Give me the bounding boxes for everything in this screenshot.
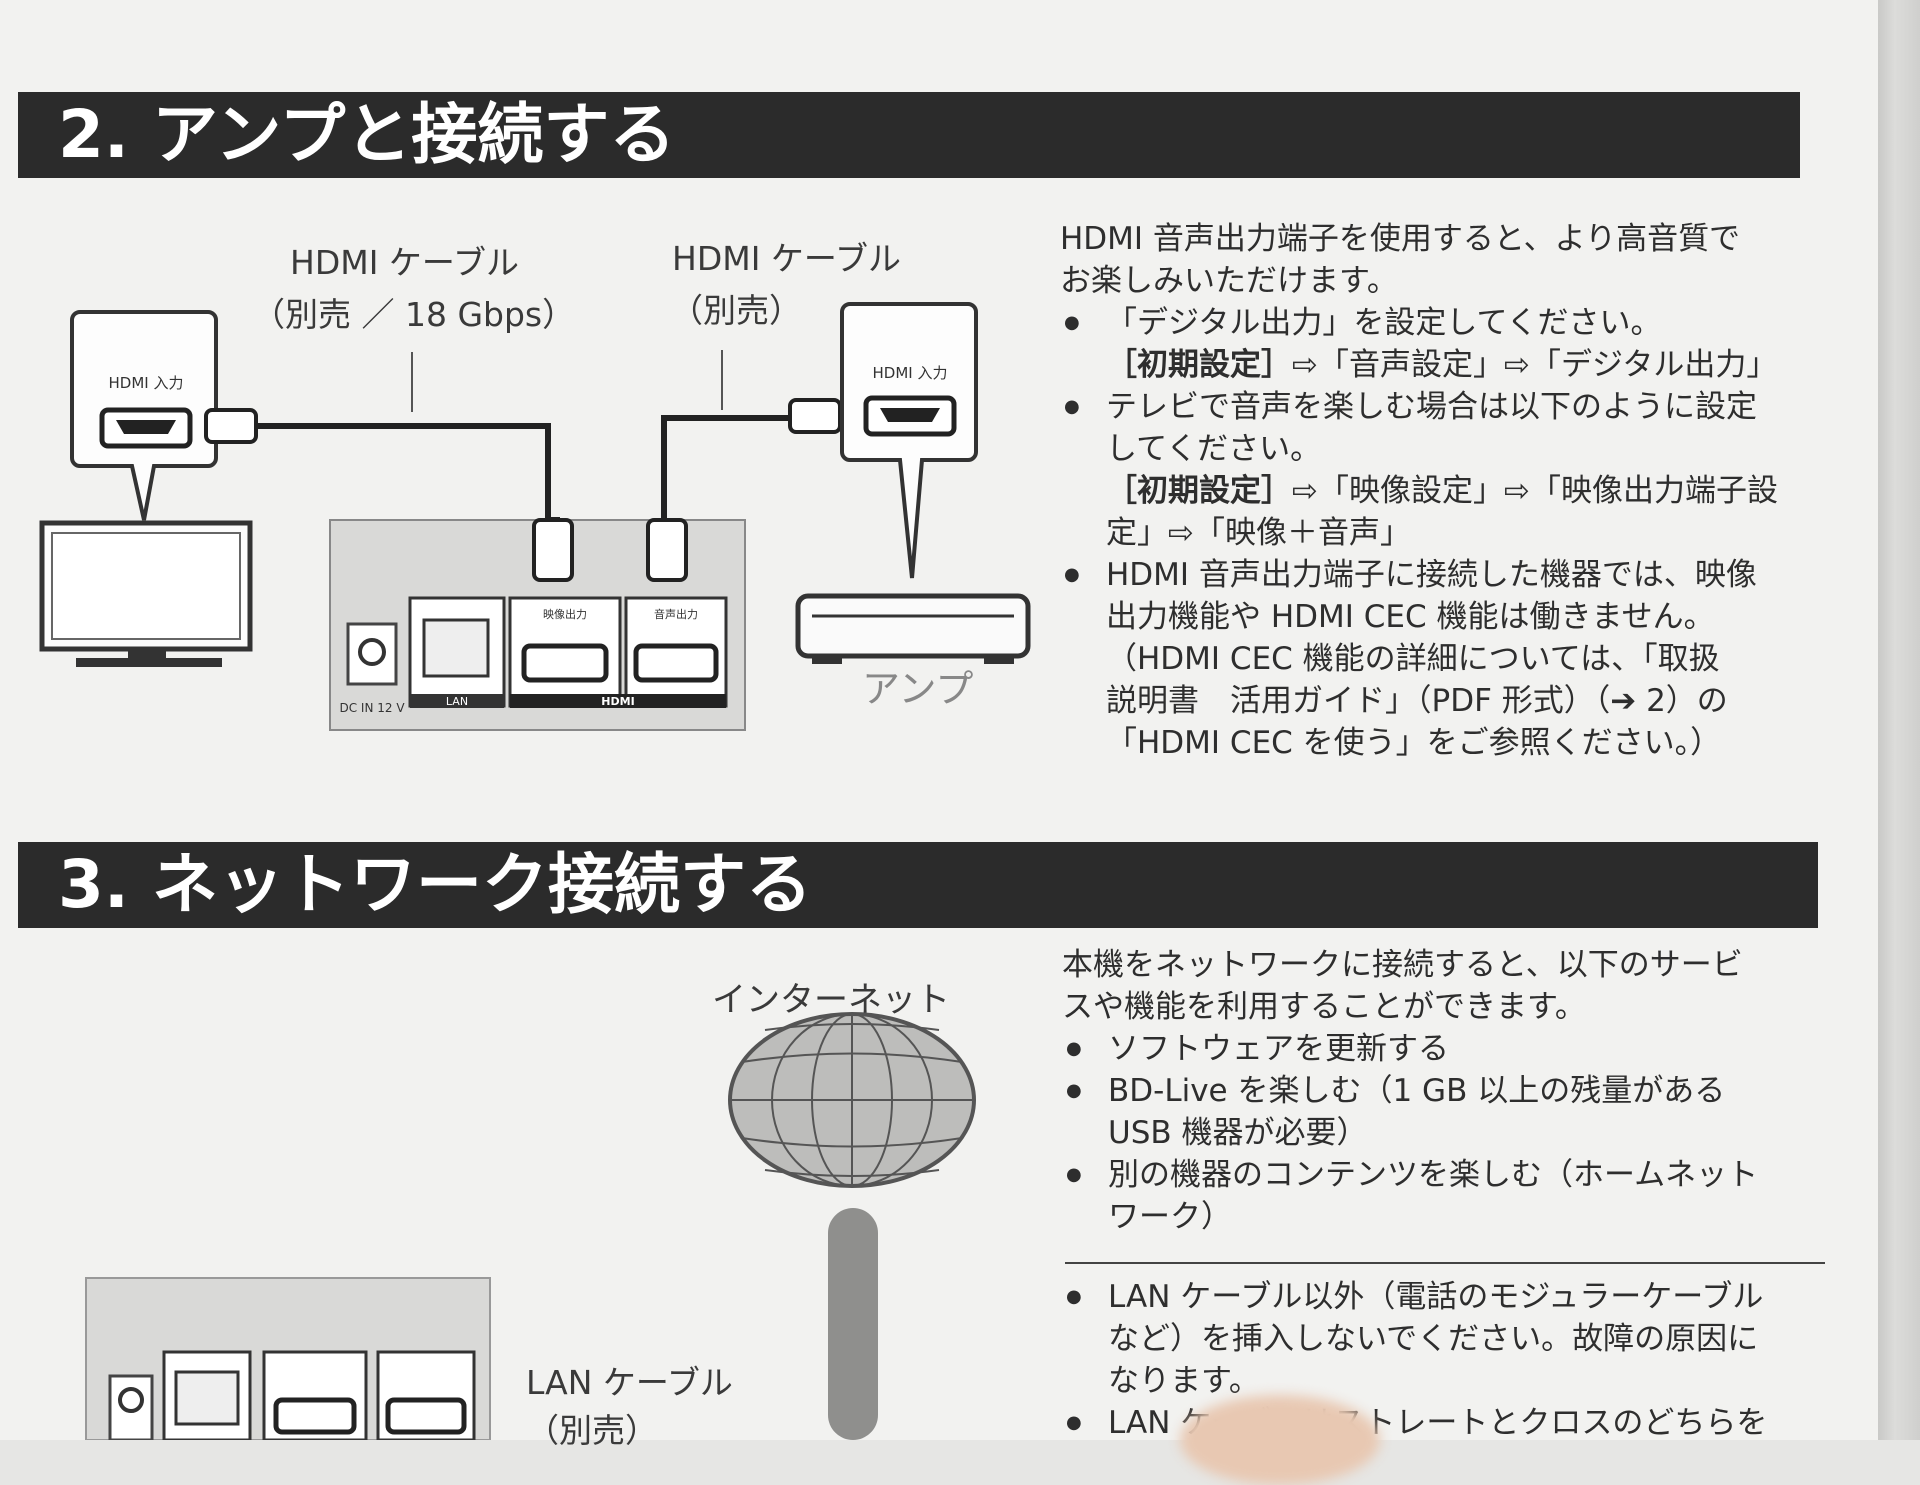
bullet-hdmi-cec-5: 「HDMI CEC を使う」をご参照ください。） (1106, 725, 1722, 761)
note-lan-only: LAN ケーブル以外（電話のモジュラーケーブル (1062, 1276, 1767, 1318)
cable-1-sublabel: （別売 ／ 18 Gbps） (252, 295, 576, 334)
manual-page (0, 0, 1880, 1440)
tv-port-label: HDMI 入力 (109, 374, 184, 392)
s3-bullet-home-network: 別の機器のコンテンツを楽しむ（ホームネット (1062, 1154, 1758, 1196)
tv-icon (39, 520, 253, 667)
bullet-tv-audio: テレビで音声を楽しむ場合は以下のように設定 (1060, 386, 1778, 428)
s3-intro-2: スや機能を利用することができます。 (1062, 989, 1586, 1025)
tv-port-callout: HDMI 入力 (70, 310, 218, 521)
hdmi-cable-2 (661, 350, 842, 520)
note-lan-only-3: なります。 (1108, 1363, 1260, 1399)
amp-port-label: HDMI 入力 (873, 364, 948, 382)
section-3-notes: LAN ケーブル以外（電話のモジュラーケーブル など）を挿入しないでください。故… (1062, 1276, 1767, 1444)
section-3-text: 本機をネットワークに接続すると、以下のサービ スや機能を利用することができます。… (1062, 944, 1758, 1238)
bullet-hdmi-cec-4: 説明書 活用ガイド」（PDF 形式）（➔ 2）の (1106, 683, 1728, 719)
cable-2-sublabel: （別売） (670, 291, 802, 330)
amp-port-callout: HDMI 入力 (840, 302, 978, 579)
path-video-output-cont: 定」⇨「映像＋音声」 (1106, 515, 1411, 551)
section-2-text: HDMI 音声出力端子を使用すると、より高音質で お楽しみいただけます。 「デジ… (1060, 218, 1778, 764)
s3-bullet-software: ソフトウェアを更新する (1062, 1028, 1758, 1070)
note-lan-only-2: など）を挿入しないでください。故障の原因に (1108, 1321, 1759, 1357)
bullet-digital-output: 「デジタル出力」を設定してください。 (1060, 302, 1778, 344)
page-edge (1878, 0, 1920, 1440)
section-2-heading: 2. アンプと接続する (18, 92, 1800, 178)
section-3-title: 3. ネットワーク接続する (58, 846, 812, 923)
amp-device (795, 593, 1031, 664)
finger-shadow (1180, 1395, 1380, 1485)
lan-port-label: LAN (446, 695, 468, 708)
s3-intro-1: 本機をネットワークに接続すると、以下のサービ (1062, 947, 1743, 983)
player-rear-panel: DC IN 12 V LAN 映像出力 音声出力 HDMI (329, 518, 746, 731)
bullet-hdmi-cec: HDMI 音声出力端子に接続した機器では、映像 (1060, 554, 1778, 596)
lan-cable-label: LAN ケーブル (526, 1363, 733, 1402)
section-3-divider (1065, 1262, 1825, 1264)
dc-in-label: DC IN 12 V (339, 701, 405, 715)
hdmi-cable-1 (204, 352, 560, 523)
section-2-title: 2. アンプと接続する (58, 96, 676, 173)
cable-1-label: HDMI ケーブル (290, 243, 519, 282)
path-video-output: ［初期設定］⇨「映像設定」⇨「映像出力端子設 (1106, 473, 1778, 509)
bullet-hdmi-cec-2: 出力機能や HDMI CEC 機能は働きません。 (1106, 599, 1715, 635)
internet-globe-icon (728, 1012, 976, 1188)
hdmi-port-label: HDMI (601, 695, 634, 708)
note-straight-cross: LAN ケーブルはストレートとクロスのどちらを (1062, 1402, 1767, 1444)
s3-bullet-bdlive-cont: USB 機器が必要） (1108, 1115, 1368, 1151)
bullet-hdmi-cec-3: （HDMI CEC 機能の詳細については、「取扱 (1106, 641, 1720, 677)
intro-line-2: お楽しみいただけます。 (1060, 263, 1398, 299)
s3-bullet-bdlive: BD-Live を楽しむ（1 GB 以上の残量がある (1062, 1070, 1758, 1112)
audio-out-label: 音声出力 (654, 607, 698, 621)
player-rear-panel-network (85, 1277, 491, 1440)
s3-bullet-home-network-cont: ワーク） (1108, 1199, 1232, 1235)
video-out-label: 映像出力 (543, 607, 587, 621)
network-line (828, 1208, 878, 1440)
amp-label: アンプ (862, 667, 974, 711)
connection-diagrams: HDMI 入力 DC IN 12 V LAN 映像出力 音声出力 (39, 302, 1031, 1440)
cable-2-label: HDMI ケーブル (672, 239, 901, 278)
internet-label: インターネット (712, 980, 950, 1020)
section-3-heading: 3. ネットワーク接続する (18, 842, 1818, 928)
path-digital-output: ［初期設定］⇨「音声設定」⇨「デジタル出力」 (1106, 347, 1778, 383)
intro-line-1: HDMI 音声出力端子を使用すると、より高音質で (1060, 221, 1741, 257)
bullet-tv-audio-cont: してください。 (1106, 431, 1322, 467)
lan-cable-sublabel: （別売） (526, 1411, 658, 1450)
